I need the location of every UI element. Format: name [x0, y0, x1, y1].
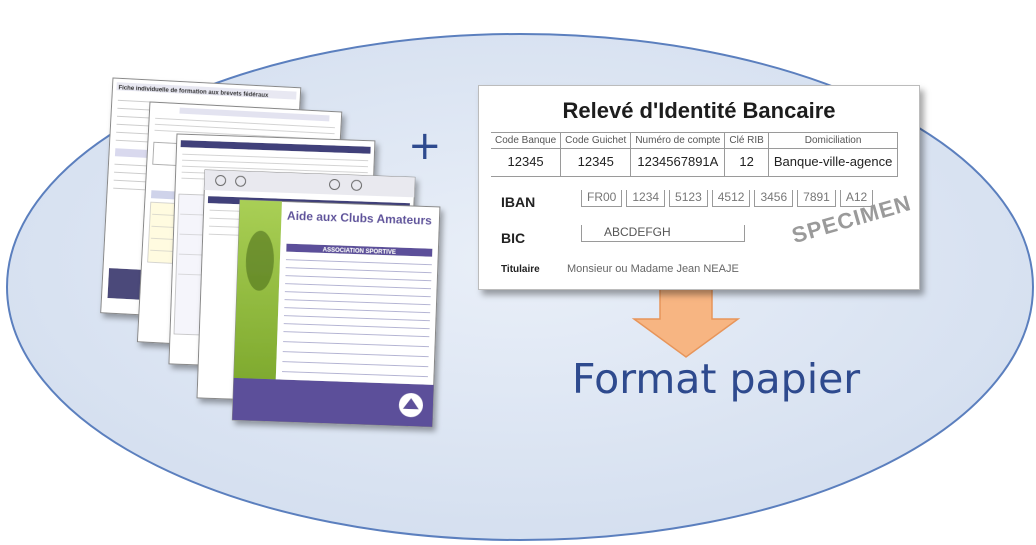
rib-value-code-guichet: 12345 [560, 148, 632, 177]
rib-header-numero-compte: Numéro de compte [630, 132, 726, 149]
iban-group: 5123 [669, 190, 708, 207]
rib-document: Relevé d'Identité Bancaire Code Banque C… [478, 85, 920, 290]
rib-value-numero-compte: 1234567891A [630, 148, 726, 177]
bic-label: BIC [501, 230, 526, 246]
iban-boxes: FR00 1234 5123 4512 3456 7891 A12 [581, 190, 874, 207]
rib-header-code-banque: Code Banque [491, 132, 562, 149]
bic-value: ABCDEFGH [581, 225, 745, 242]
rib-title: Relevé d'Identité Bancaire [562, 98, 836, 123]
rib-value-code-banque: 12345 [491, 148, 562, 177]
rib-account-table: Code Banque Code Guichet Numéro de compt… [491, 132, 899, 177]
rib-value-cle-rib: 12 [724, 148, 769, 177]
document-stack: Fiche individuelle de formation aux brev… [100, 77, 441, 428]
down-arrow-icon [631, 288, 741, 358]
document-5-title: Aide aux Clubs Amateurs [287, 209, 433, 228]
plus-sign: + [408, 123, 442, 169]
rib-header-code-guichet: Code Guichet [560, 132, 632, 149]
iban-group: A12 [839, 190, 874, 207]
iban-label: IBAN [501, 194, 536, 210]
rib-value-domiciliation: Banque-ville-agence [767, 148, 899, 177]
iban-group: FR00 [581, 190, 623, 207]
document-5-subtitle: ASSOCIATION SPORTIVE [323, 247, 396, 256]
format-papier-label: Format papier [572, 355, 861, 403]
titulaire-label: Titulaire [501, 264, 540, 275]
iban-group: 4512 [711, 190, 751, 207]
iban-group: 1234 [626, 190, 666, 207]
iban-group: 3456 [754, 190, 794, 207]
document-5: Aide aux Clubs Amateurs ASSOCIATION SPOR… [231, 199, 441, 428]
rib-header-domiciliation: Domiciliation [767, 132, 899, 149]
titulaire-value: Monsieur ou Madame Jean NEAJE [567, 263, 739, 275]
rib-header-cle-rib: Clé RIB [724, 132, 769, 149]
iban-group: 7891 [797, 190, 836, 207]
